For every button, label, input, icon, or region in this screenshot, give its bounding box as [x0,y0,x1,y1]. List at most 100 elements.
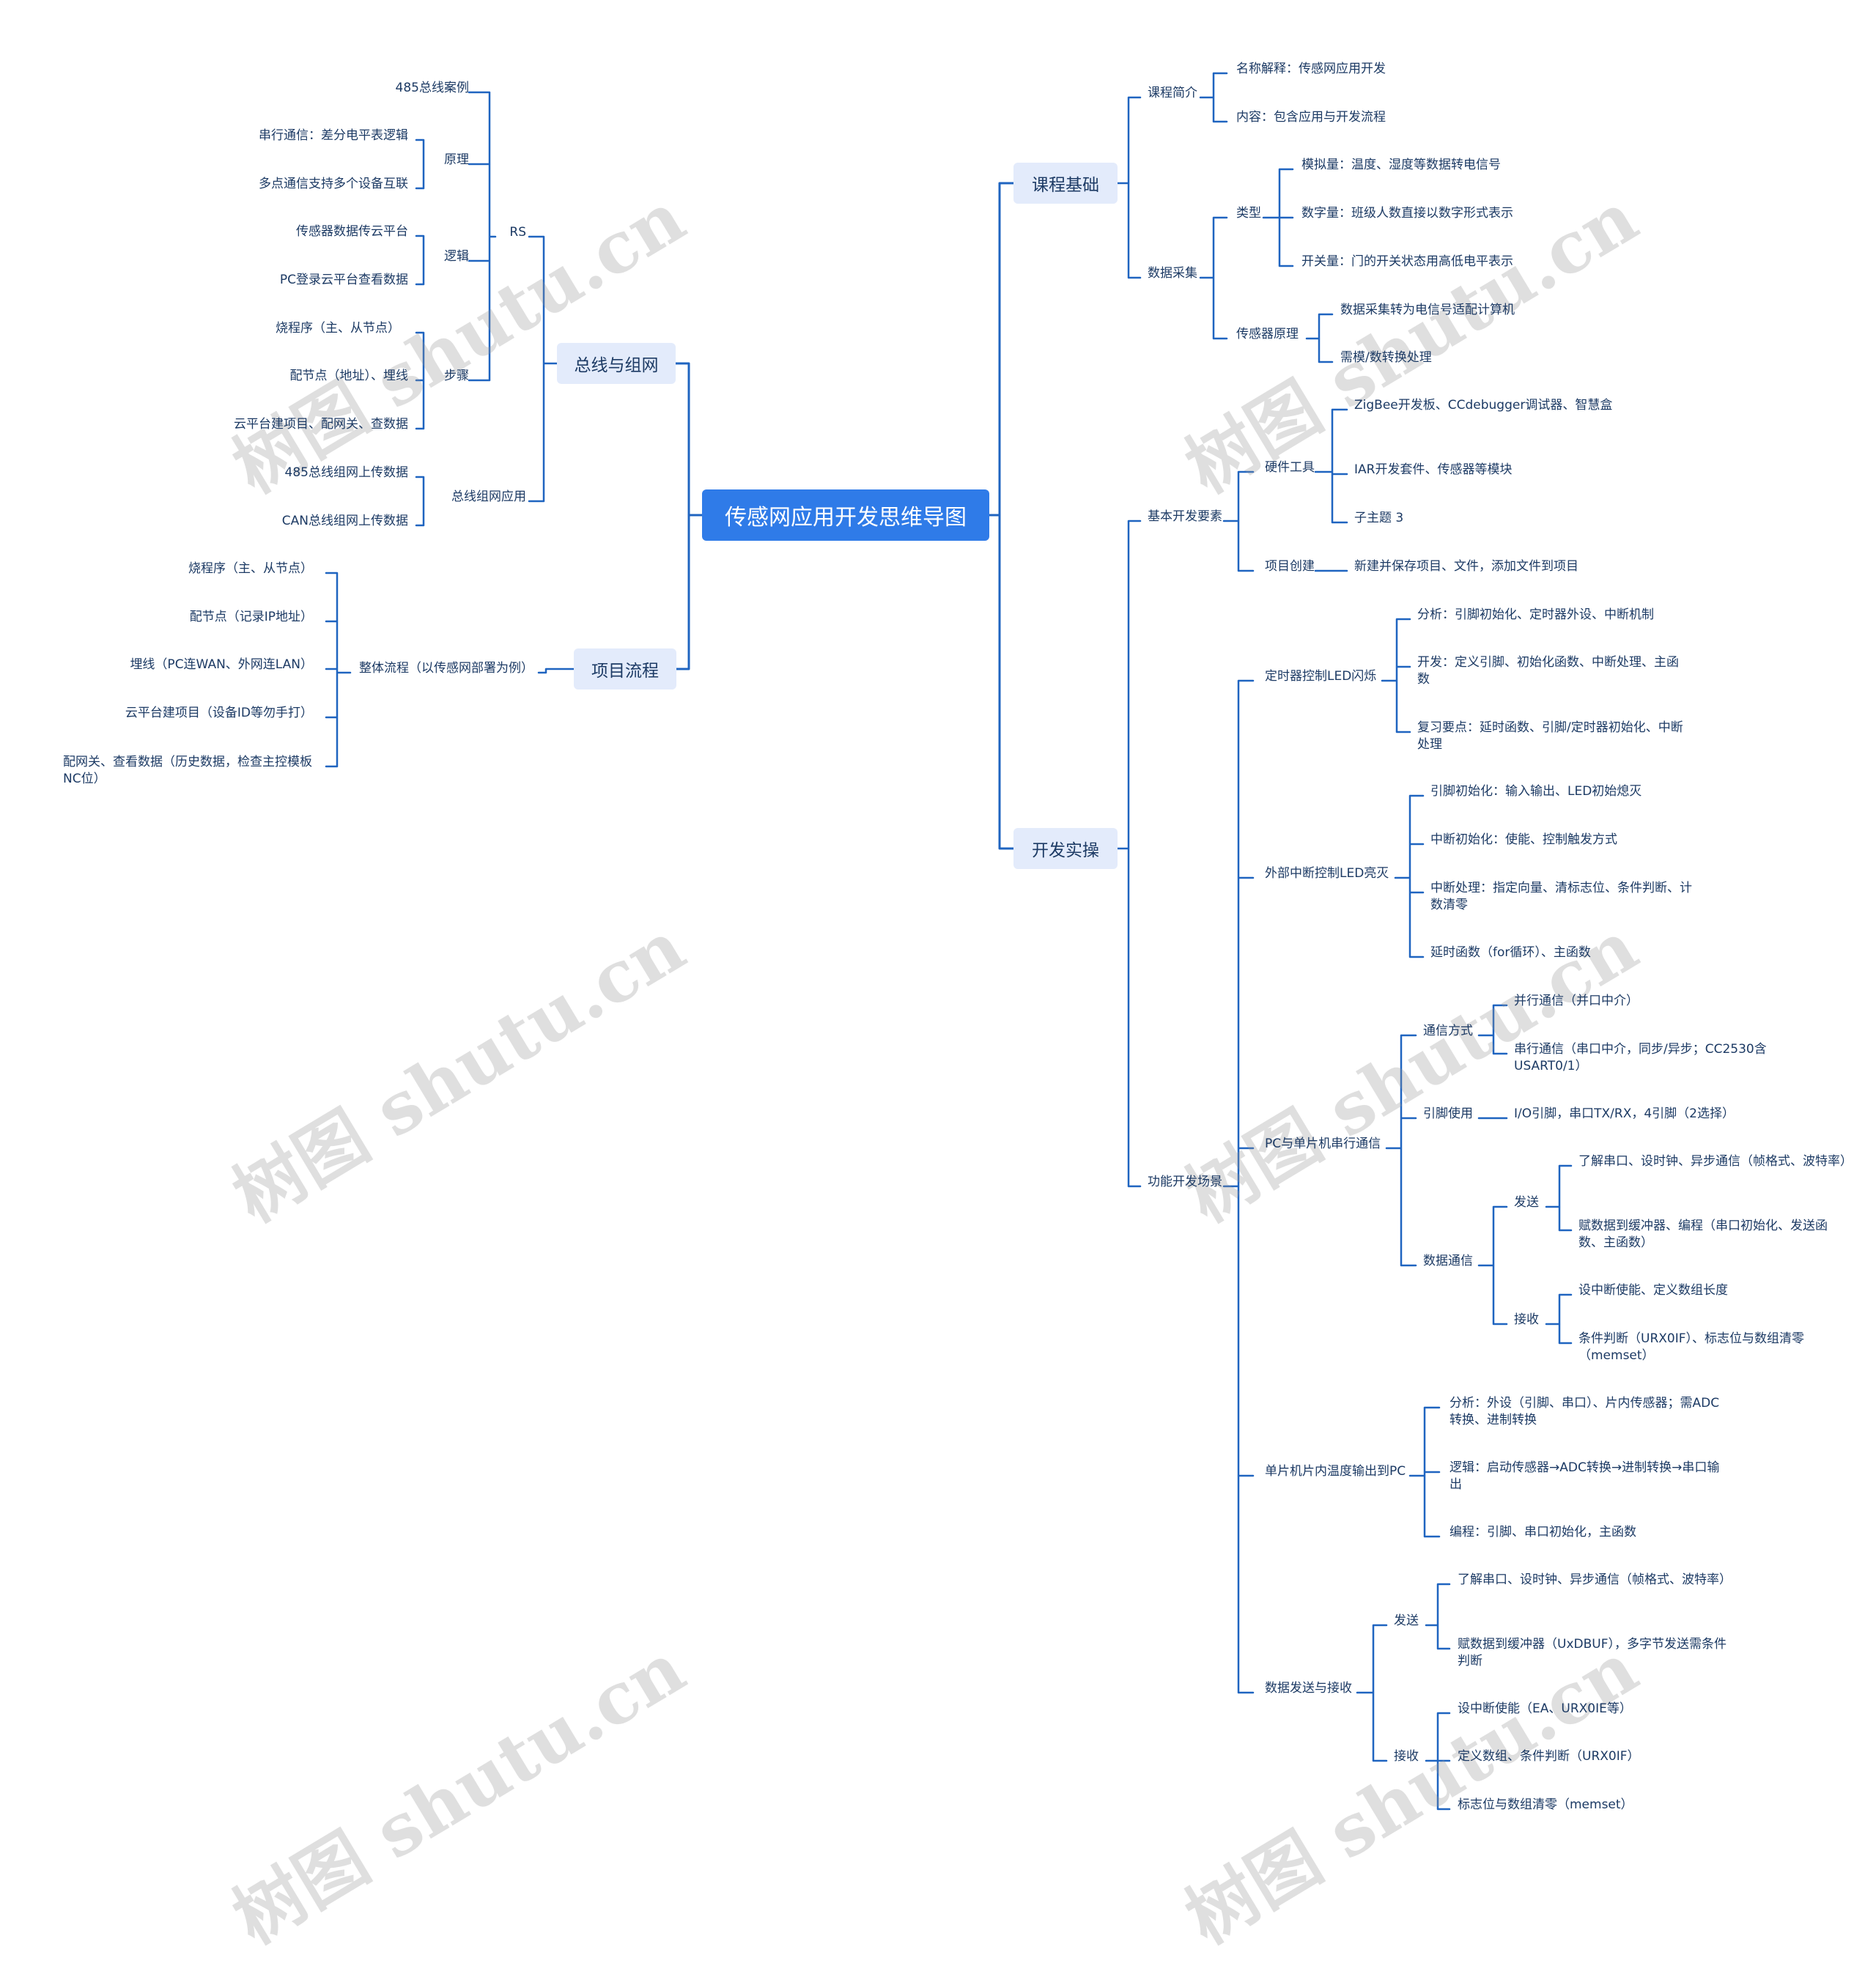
node-timer-item[interactable]: 复习要点：延时函数、引脚/定时器初始化、中断处理 [1417,720,1683,752]
node-txrx-send-item[interactable]: 赋数据到缓冲器（UxDBUF），多字节发送需条件判断 [1458,1637,1727,1668]
node-principle[interactable]: 原理 [444,152,469,167]
connector [1262,168,1294,267]
node-type-item[interactable]: 模拟量：温度、湿度等数据转电信号 [1301,158,1501,172]
node-pin-usage[interactable]: 引脚使用 [1423,1106,1473,1121]
node-hw-item[interactable]: ZigBee开发板、CCdebugger调试器、智慧盒 [1354,398,1613,413]
connector-lines [325,72,1573,1811]
connector [528,235,558,503]
connector [674,362,704,670]
node-timer-led[interactable]: 定时器控制LED闪烁 [1265,669,1377,684]
node-485-case[interactable]: 485总线案例 [395,81,469,95]
node-sensor-item[interactable]: 需模/数转换处理 [1340,350,1432,365]
connector [537,668,575,674]
node-comm-mode[interactable]: 通信方式 [1423,1024,1473,1038]
topic-bus-network[interactable]: 总线与组网 [557,343,676,384]
node-bus-app[interactable]: 总线组网应用 [451,489,526,504]
node-serial-recv-item[interactable]: 条件判断（URX0IF）、标志位与数组清零（memset） [1578,1331,1805,1363]
node-steps-item[interactable]: 云平台建项目、配网关、查数据 [234,417,408,432]
node-pc-serial[interactable]: PC与单片机串行通信 [1265,1136,1381,1151]
connector [1381,618,1411,733]
connector [415,234,425,286]
node-ext-item[interactable]: 延时函数（for循环）、主函数 [1430,945,1591,960]
node-logic[interactable]: 逻辑 [444,249,469,264]
node-sensor-item[interactable]: 数据采集转为电信号适配计算机 [1340,303,1515,317]
node-logic-item[interactable]: 传感器数据传云平台 [296,224,408,239]
node-temp-output[interactable]: 单片机片内温度输出到PC [1265,1464,1406,1479]
node-flow-item[interactable]: 烧程序（主、从节点） [188,561,313,576]
node-serial-send-item[interactable]: 了解串口、设时钟、异步通信（帧格式、波特率） [1578,1154,1853,1169]
node-overall-flow[interactable]: 整体流程（以传感网部署为例） [359,661,533,676]
node-timer-item[interactable]: 开发：定义引脚、初始化函数、中断处理、主函数 [1417,655,1679,687]
connector [1477,1004,1508,1055]
node-serial-recv[interactable]: 接收 [1514,1312,1539,1327]
node-logic-item[interactable]: PC登录云平台查看数据 [279,273,408,287]
node-steps-item[interactable]: 烧程序（主、从节点） [276,321,400,336]
node-temp-item[interactable]: 分析：外设（引脚、串口）、片内传感器；需ADC转换、进制转换 [1450,1396,1720,1427]
node-pin-item[interactable]: I/O引脚，串口TX/RX，4引脚（2选择） [1514,1106,1735,1121]
node-types[interactable]: 类型 [1236,206,1261,221]
node-bus-app-item[interactable]: 485总线组网上传数据 [284,465,408,480]
node-txrx-send-item[interactable]: 了解串口、设时钟、异步通信（帧格式、波特率） [1458,1572,1732,1587]
connector [1314,408,1348,524]
connector [988,182,1015,850]
node-flow-item[interactable]: 云平台建项目（设备ID等勿手打） [125,706,313,720]
node-type-item[interactable]: 开关量：门的开关状态用高低电平表示 [1301,254,1513,269]
node-temp-item[interactable]: 编程：引脚、串口初始化，主函数 [1450,1525,1636,1539]
node-hw-item[interactable]: IAR开发套件、传感器等模块 [1354,462,1513,477]
node-steps-item[interactable]: 配节点（地址）、埋线 [289,369,409,383]
node-serial-recv-item[interactable]: 设中断使能、定义数组长度 [1578,1283,1728,1298]
node-comm-item[interactable]: 串行通信（串口中介，同步/异步；CC2530含USART0/1） [1514,1042,1767,1073]
node-intro-item[interactable]: 名称解释：传感网应用开发 [1236,62,1386,76]
connector [415,476,425,527]
connector [1385,1034,1417,1267]
node-sensor-principle[interactable]: 传感器原理 [1236,327,1299,341]
connector [1199,216,1228,340]
node-ext-interrupt[interactable]: 外部中断控制LED亮灭 [1265,866,1389,881]
node-txrx-recv-item[interactable]: 定义数组、条件判断（URX0IF） [1458,1749,1640,1764]
node-project-create[interactable]: 项目创建 [1265,559,1315,574]
node-serial-send-item[interactable]: 赋数据到缓冲器、编程（串口初始化、发送函数、主函数） [1578,1219,1828,1250]
node-basic-elements[interactable]: 基本开发要素 [1148,509,1222,524]
topic-course-basics[interactable]: 课程基础 [1013,163,1118,204]
connector [1394,794,1425,958]
node-principle-item[interactable]: 多点通信支持多个设备互联 [259,177,408,191]
node-course-intro[interactable]: 课程简介 [1148,86,1197,100]
node-hw-item[interactable]: 子主题 3 [1354,511,1404,525]
node-ext-item[interactable]: 中断处理：指定向量、清标志位、条件判断、计数清零 [1430,881,1692,912]
root-topic[interactable]: 传感网应用开发思维导图 [702,489,989,541]
node-serial-send[interactable]: 发送 [1514,1195,1539,1210]
node-txrx-recv-item[interactable]: 设中断使能（EA、URX0IE等） [1458,1701,1632,1716]
node-func-scenarios[interactable]: 功能开发场景 [1148,1175,1222,1189]
node-intro-item[interactable]: 内容：包含应用与开发流程 [1236,110,1386,125]
node-txrx-recv[interactable]: 接收 [1394,1749,1419,1764]
node-txrx-send[interactable]: 发送 [1394,1613,1419,1628]
connector [468,91,497,382]
node-data-collect[interactable]: 数据采集 [1148,266,1197,281]
connector [1222,470,1255,572]
connector [1222,679,1255,1694]
mind-map-canvas: 树图 shutu.cn 树图 shutu.cn 树图 shutu.cn 树图 s… [63,62,1853,1960]
node-create-item[interactable]: 新建并保存项目、文件，添加文件到项目 [1354,559,1578,574]
node-txrx-recv-item[interactable]: 标志位与数组清零（memset） [1458,1797,1633,1812]
node-type-item[interactable]: 数字量：班级人数直接以数字形式表示 [1301,206,1513,221]
node-comm-item[interactable]: 并行通信（并口中介） [1514,994,1639,1008]
node-ext-item[interactable]: 引脚初始化：输入输出、LED初始熄灭 [1430,784,1642,799]
node-temp-item[interactable]: 逻辑：启动传感器→ADC转换→进制转换→串口输出 [1450,1460,1720,1492]
connector [415,138,425,190]
node-bus-app-item[interactable]: CAN总线组网上传数据 [281,514,408,528]
node-flow-item[interactable]: 配网关、查看数据（历史数据，检查主控模板NC位） [63,755,312,786]
node-principle-item[interactable]: 串行通信：差分电平表逻辑 [259,128,408,143]
topic-project-flow[interactable]: 项目流程 [574,648,676,690]
node-flow-item[interactable]: 埋线（PC连WAN、外网连LAN） [130,657,313,672]
node-hardware-tools[interactable]: 硬件工具 [1265,460,1315,475]
node-data-txrx[interactable]: 数据发送与接收 [1265,1681,1352,1696]
topic-dev-practice[interactable]: 开发实操 [1013,828,1118,869]
connector [1545,1164,1573,1232]
node-flow-item[interactable]: 配节点（记录IP地址） [189,610,313,624]
node-data-comm[interactable]: 数据通信 [1423,1254,1473,1268]
node-steps[interactable]: 步骤 [444,369,469,383]
node-rs[interactable]: RS [509,225,526,240]
node-ext-item[interactable]: 中断初始化：使能、控制触发方式 [1430,832,1617,847]
connector [1545,1293,1573,1345]
node-timer-item[interactable]: 分析：引脚初始化、定时器外设、中断机制 [1417,607,1654,622]
